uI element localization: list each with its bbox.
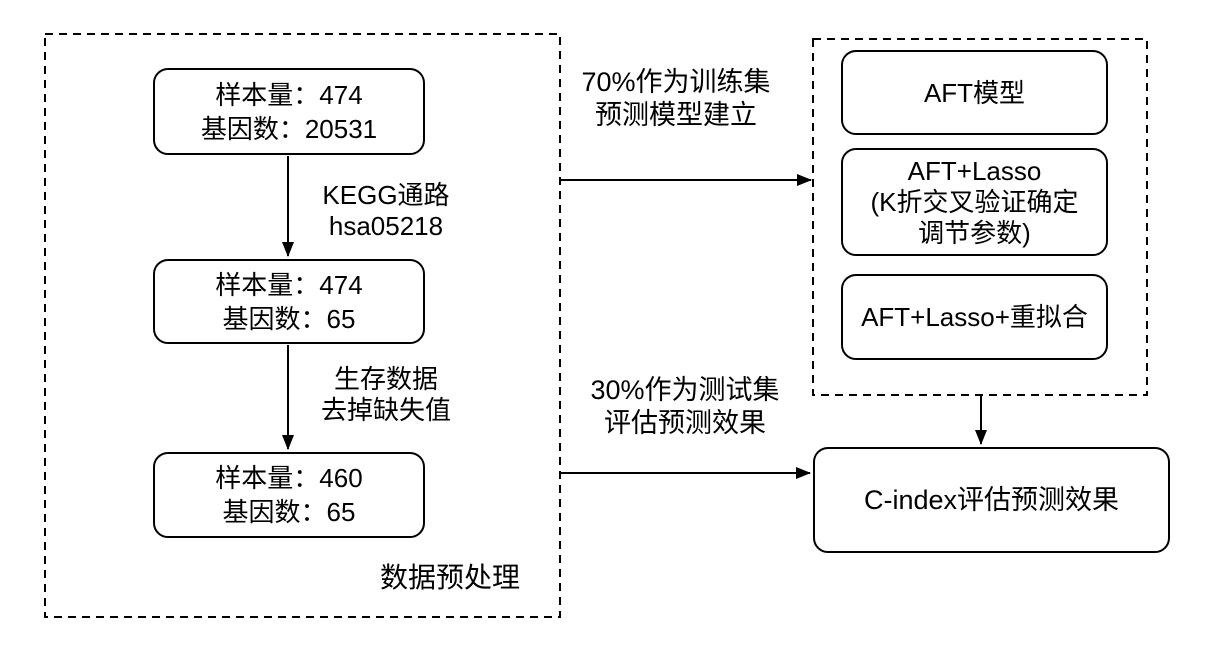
data-box-complete-cases: 样本量：460 基因数：65 [153,452,425,538]
result-text: C-index评估预测效果 [863,485,1120,515]
data-box-raw: 样本量：474 基因数：20531 [153,68,425,155]
step-label-line: hsa05218 [328,211,444,241]
train-split-line: 70%作为训练集 [581,67,771,97]
test-split-line: 30%作为测试集 [590,375,780,405]
step-label-line: 去掉缺失值 [320,395,451,425]
train-split-label: 70%作为训练集 预测模型建立 [576,66,776,132]
gene-count-text: 基因数：20531 [200,113,378,144]
step-label-kegg-pathway: KEGG通路 hsa05218 [296,180,476,242]
train-split-line: 预测模型建立 [595,100,757,130]
model-box-aft-lasso: AFT+Lasso (K折交叉验证确定 调节参数) [841,148,1108,256]
step-label-remove-missing: 生存数据 去掉缺失值 [296,364,476,426]
model-note-text: 调节参数) [918,217,1031,248]
sample-count-text: 样本量：474 [215,79,363,110]
preprocessing-group-label: 数据预处理 [379,562,520,593]
step-label-line: 生存数据 [333,364,438,394]
model-name-text: AFT模型 [923,77,1026,108]
test-split-line: 评估预测效果 [604,408,766,438]
gene-count-text: 基因数：65 [222,303,356,334]
step-label-line: KEGG通路 [322,180,450,210]
model-box-aft-lasso-refit: AFT+Lasso+重拟合 [841,274,1108,360]
test-split-label: 30%作为测试集 评估预测效果 [585,374,785,440]
model-note-text: (K折交叉验证确定 [870,186,1079,217]
model-name-text: AFT+Lasso [907,155,1042,186]
gene-count-text: 基因数：65 [222,497,356,527]
result-box-cindex: C-index评估预测效果 [813,447,1170,553]
model-name-text: AFT+Lasso+重拟合 [861,302,1088,332]
data-box-kegg-filtered: 样本量：474 基因数：65 [153,259,425,344]
sample-count-text: 样本量：474 [215,269,363,300]
sample-count-text: 样本量：460 [215,463,363,493]
model-box-aft: AFT模型 [841,50,1108,135]
